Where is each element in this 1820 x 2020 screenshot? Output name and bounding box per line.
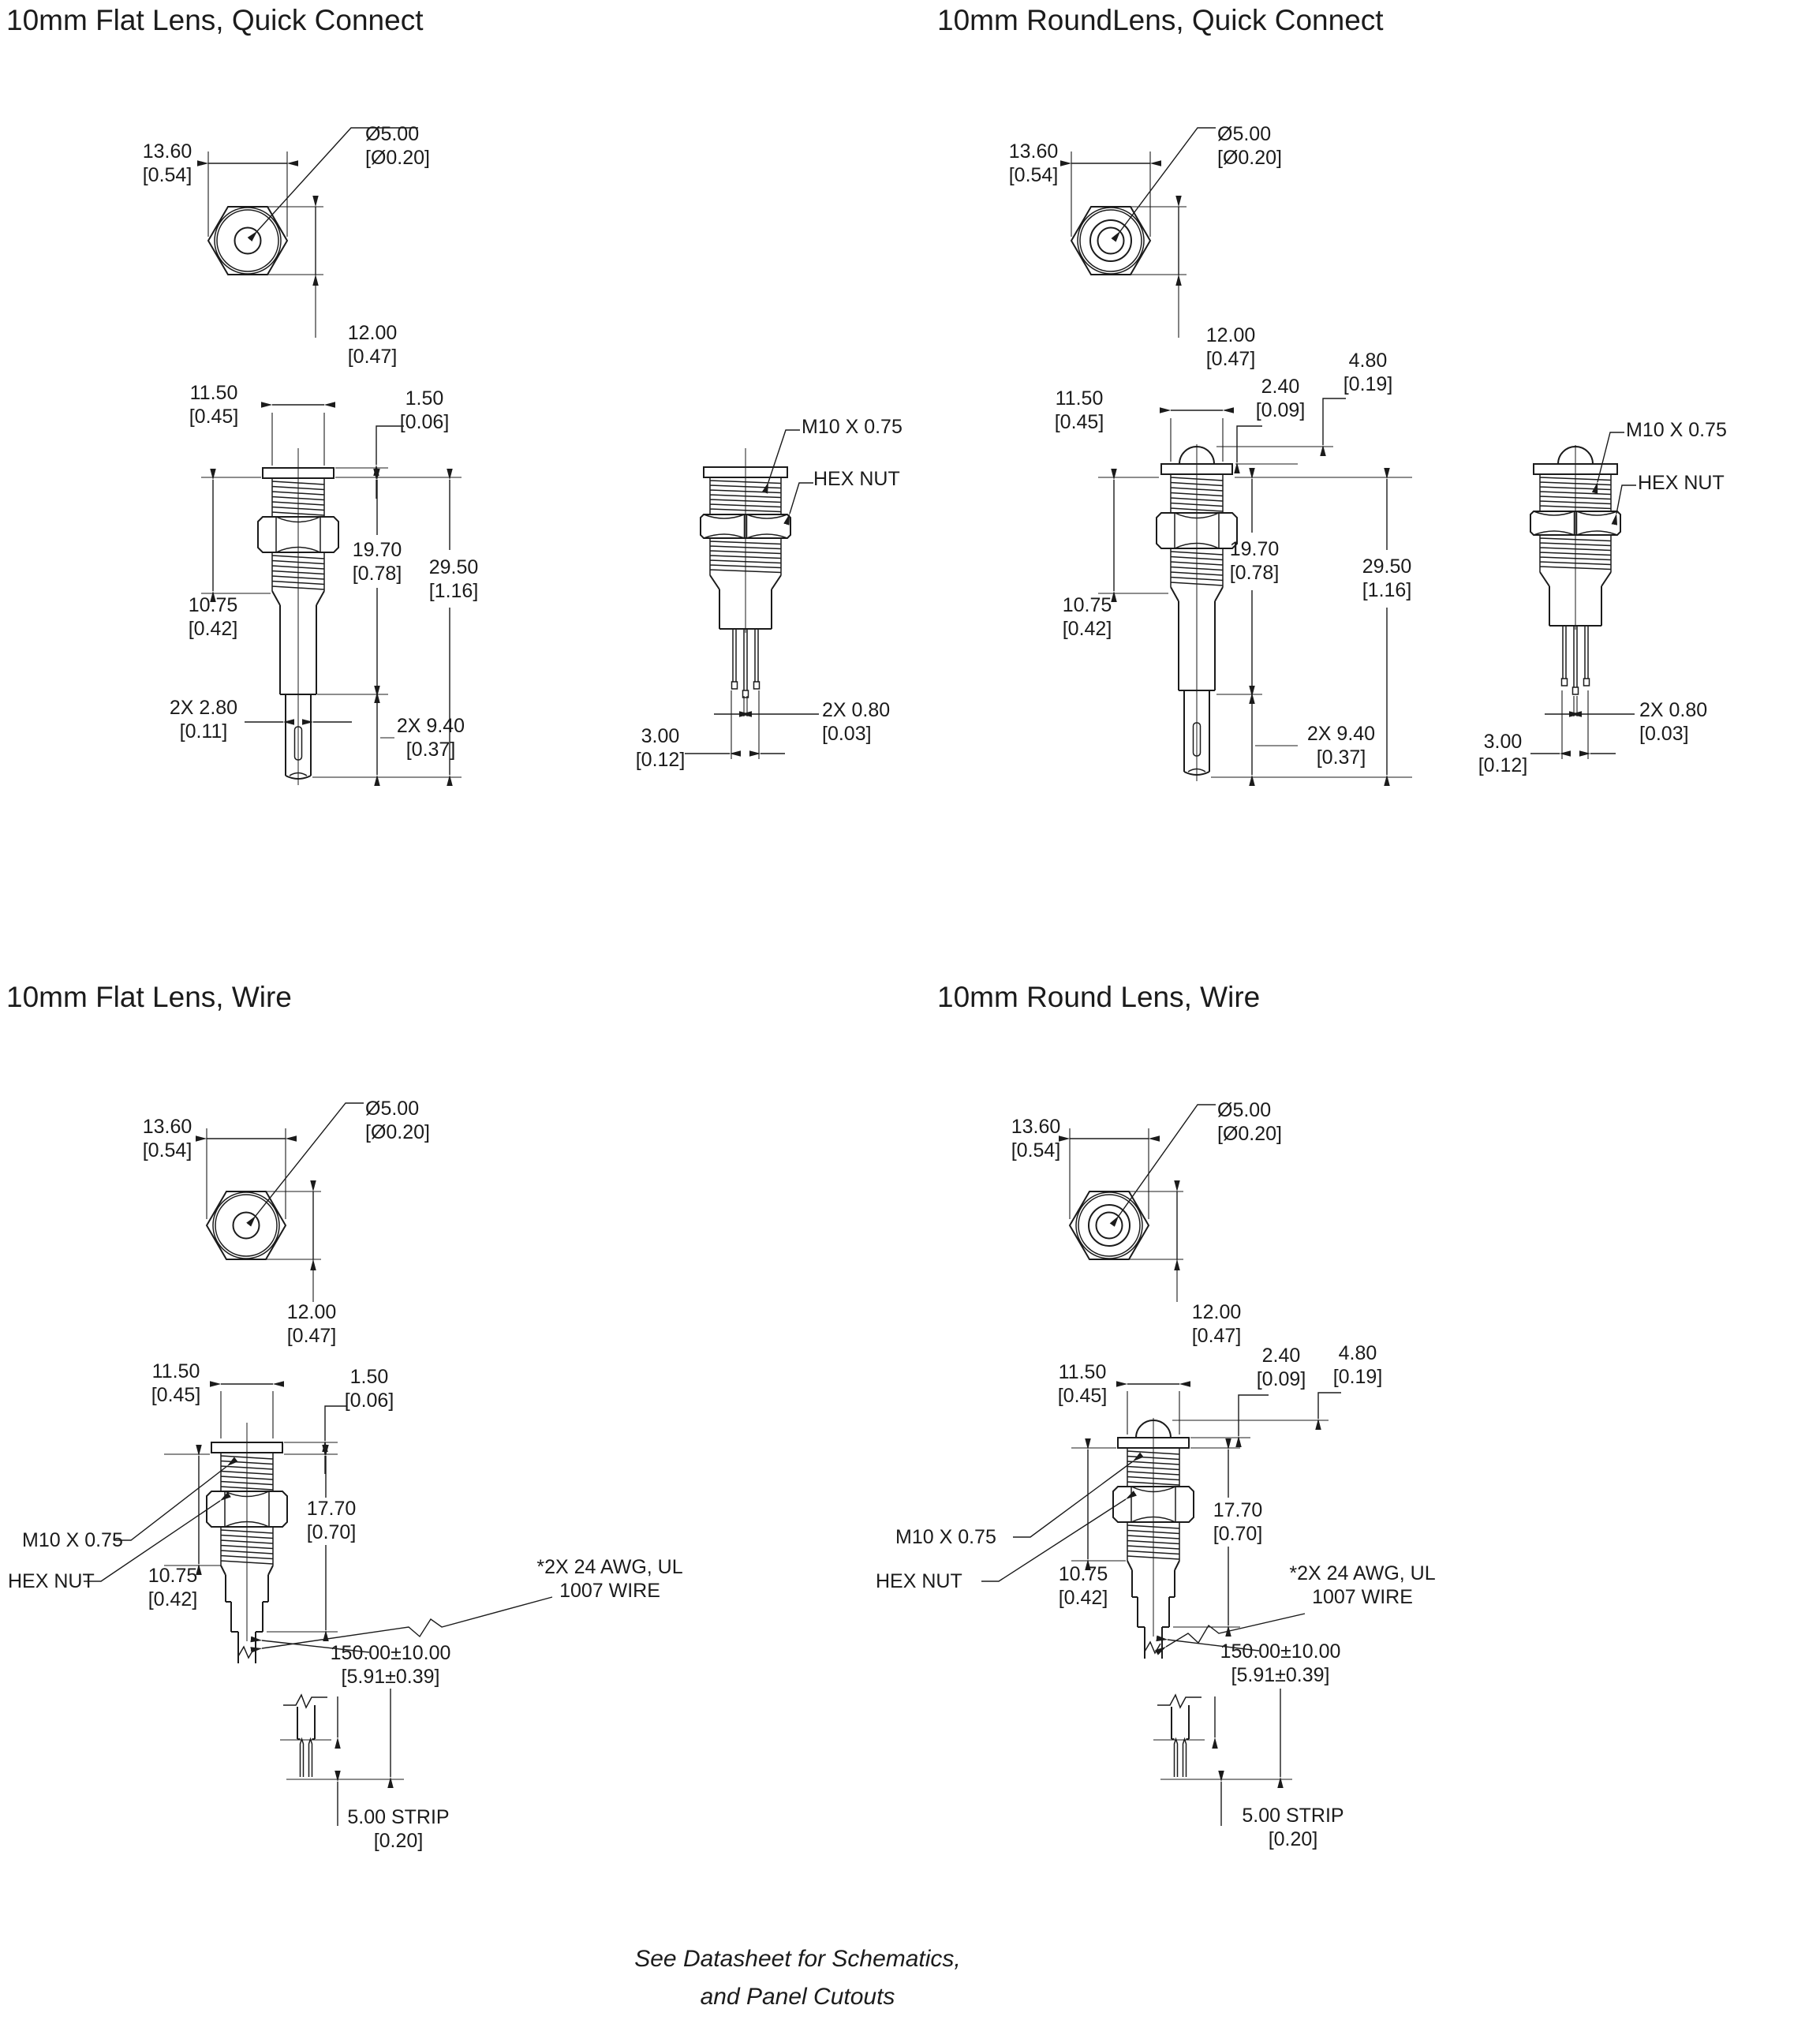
dim-tab-width: 2X 2.80 [0.11] (169, 697, 238, 743)
dim-flange-thickness: 1.50 [0.06] (344, 1366, 394, 1412)
dim-flange-thickness: 1.50 [0.06] (399, 387, 450, 433)
label-thread-spec: M10 X 0.75 (895, 1526, 996, 1548)
dim-total-length: 29.50 [1.16] (1362, 556, 1412, 601)
dim-upper-length: 10.75 [0.42] (1062, 594, 1112, 640)
label-hex-nut: HEX NUT (813, 468, 900, 490)
dim-pin-span: 3.00 [0.12] (1478, 731, 1528, 776)
label-hex-nut: HEX NUT (1638, 472, 1725, 494)
dim-upper-length: 10.75 [0.42] (1058, 1563, 1108, 1609)
dim-body-width: 11.50 [0.45] (1054, 387, 1104, 433)
dim-pin-span: 3.00 [0.12] (635, 725, 686, 771)
label-thread-spec: M10 X 0.75 (1626, 419, 1727, 441)
label-wire-spec: *2X 24 AWG, UL 1007 WIRE (536, 1556, 683, 1602)
dim-upper-length: 10.75 [0.42] (148, 1565, 198, 1610)
dim-dome-height: 4.80 [0.19] (1343, 350, 1393, 395)
dim-total-length: 29.50 [1.16] (428, 556, 479, 602)
title-round-qc: 10mm RoundLens, Quick Connect (937, 4, 1384, 36)
label-wire-spec: *2X 24 AWG, UL 1007 WIRE (1289, 1562, 1436, 1608)
dim-strip-length: 5.00 STRIP [0.20] (1242, 1805, 1344, 1850)
round-lens-circle (1095, 1211, 1123, 1240)
label-hex-nut: HEX NUT (8, 1570, 95, 1592)
dim-body-width: 11.50 [0.45] (1057, 1361, 1108, 1407)
round-lens-ring (1089, 219, 1132, 262)
footer-note: See Datasheet for Schematics, and Panel … (634, 1946, 961, 2010)
dim-pin-thickness: 2X 0.80 [0.03] (1639, 699, 1708, 745)
dim-pin-thickness: 2X 0.80 [0.03] (822, 699, 891, 745)
round-lens-ring (1088, 1204, 1130, 1247)
dim-lens-dia: Ø5.00 [Ø0.20] (1217, 123, 1282, 169)
dim-dome-height: 4.80 [0.19] (1332, 1342, 1383, 1388)
title-flat-qc: 10mm Flat Lens, Quick Connect (6, 4, 424, 36)
flat-lens-circle (234, 226, 262, 255)
label-thread-spec: M10 X 0.75 (802, 416, 903, 438)
dim-hex-height: 12.00 [0.47] (1205, 324, 1256, 370)
extension-lines (1071, 152, 1589, 778)
dim-thread-length: 17.70 [0.70] (1213, 1499, 1263, 1545)
dim-wire-length: 150.00±10.00 [5.91±0.39] (330, 1642, 451, 1688)
extension-lines (164, 1128, 404, 1780)
dim-body-width: 11.50 [0.45] (151, 1360, 201, 1406)
label-hex-nut: HEX NUT (876, 1570, 962, 1592)
quadrant-round-wire (981, 1104, 1341, 1826)
dim-upper-length: 10.75 [0.42] (188, 594, 238, 640)
dim-hex-width: 13.60 [0.54] (142, 1116, 192, 1162)
dim-hex-height: 12.00 [0.47] (286, 1301, 337, 1347)
dim-thread-length: 17.70 [0.70] (306, 1498, 357, 1543)
dim-qc-length: 2X 9.40 [0.37] (396, 715, 465, 761)
dim-strip-length: 5.00 STRIP [0.20] (347, 1806, 450, 1852)
dim-lens-dia: Ø5.00 [Ø0.20] (1217, 1099, 1282, 1145)
extension-lines (201, 152, 760, 778)
dim-thread-length: 19.70 [0.78] (1229, 538, 1280, 584)
dim-dome-step: 2.40 [0.09] (1255, 376, 1306, 421)
dim-hex-width: 13.60 [0.54] (1008, 140, 1059, 186)
dim-wire-length: 150.00±10.00 [5.91±0.39] (1220, 1640, 1341, 1686)
dim-qc-length: 2X 9.40 [0.37] (1306, 723, 1376, 769)
title-round-wire: 10mm Round Lens, Wire (937, 981, 1261, 1013)
quadrant-flat-wire (84, 1102, 553, 1826)
dim-hex-width: 13.60 [0.54] (142, 140, 192, 186)
dim-hex-height: 12.00 [0.47] (347, 322, 398, 368)
dim-body-width: 11.50 [0.45] (189, 382, 239, 428)
quadrant-flat-qc (196, 127, 819, 787)
title-flat-wire: 10mm Flat Lens, Wire (6, 981, 292, 1013)
dim-lens-dia: Ø5.00 [Ø0.20] (365, 123, 430, 169)
dim-hex-width: 13.60 [0.54] (1011, 1116, 1061, 1162)
quadrant-round-qc (1059, 127, 1636, 787)
flat-lens-circle (232, 1211, 260, 1240)
dim-thread-length: 19.70 [0.78] (352, 539, 402, 585)
dim-lens-dia: Ø5.00 [Ø0.20] (365, 1098, 430, 1143)
round-lens-circle (1097, 226, 1125, 255)
label-thread-spec: M10 X 0.75 (22, 1529, 123, 1551)
dim-hex-height: 12.00 [0.47] (1191, 1301, 1242, 1347)
dim-dome-step: 2.40 [0.09] (1256, 1345, 1306, 1390)
